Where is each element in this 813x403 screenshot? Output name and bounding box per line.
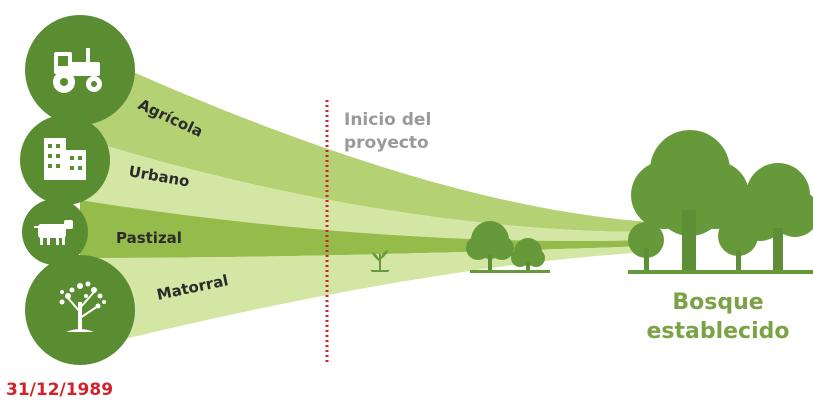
band-label-pastizal: Pastizal (116, 229, 182, 247)
band-agricola (80, 48, 650, 232)
forest-icon (628, 130, 813, 274)
category-matorral (25, 255, 135, 365)
category-urbano (20, 115, 110, 205)
tractor-icon (53, 48, 102, 93)
cow-icon (34, 220, 73, 245)
young-trees-icon (466, 221, 550, 273)
seedling-icon (370, 250, 390, 272)
category-pastizal (22, 199, 88, 265)
band-urbano (80, 138, 650, 242)
result-label-line2: establecido (646, 319, 789, 344)
band-matorral (80, 246, 650, 350)
building-icon (44, 138, 86, 180)
funnel-bands (80, 48, 650, 350)
project-start-label-line1: Inicio del (344, 110, 431, 130)
date-label: 31/12/1989 (6, 380, 113, 400)
category-agricola (25, 15, 135, 125)
project-start-label-line2: proyecto (344, 133, 429, 153)
result-label-line1: Bosque (672, 290, 763, 315)
shrub-icon (59, 281, 106, 332)
